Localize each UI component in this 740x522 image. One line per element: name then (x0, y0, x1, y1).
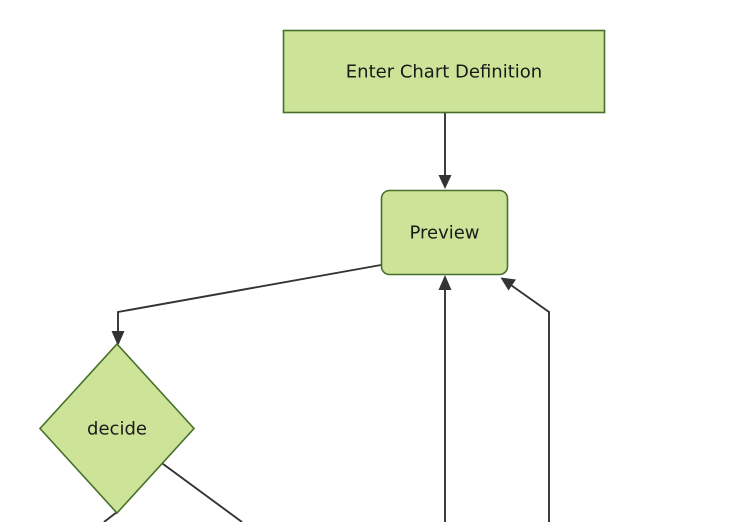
node-preview[interactable]: Preview (380, 189, 509, 276)
arrowhead-icon (500, 277, 516, 291)
edges-layer (103, 113, 550, 522)
edge-bottom-center-to-preview[interactable] (438, 275, 452, 522)
node-decide-label: decide (87, 419, 147, 440)
nodes-layer: Enter Chart Definition Preview decide (38, 29, 606, 515)
edge-decide-bottom-left[interactable] (103, 511, 118, 522)
node-preview-label: Preview (409, 223, 479, 244)
edge-bottom-right-to-preview[interactable] (500, 277, 550, 522)
arrowhead-icon (111, 331, 125, 346)
edge-enter-to-preview[interactable] (438, 113, 452, 189)
arrowhead-icon (438, 275, 452, 290)
node-enter-chart-definition[interactable]: Enter Chart Definition (282, 29, 606, 114)
arrowhead-icon (438, 175, 452, 189)
node-decide-shape (38, 342, 196, 515)
edge-preview-to-decide[interactable] (111, 264, 382, 346)
node-enter-chart-definition-label: Enter Chart Definition (346, 62, 542, 83)
node-decide[interactable]: decide (38, 342, 196, 515)
edge-decide-bottom-right[interactable] (158, 460, 243, 522)
node-preview-shape (380, 189, 509, 276)
node-enter-chart-definition-shape (282, 29, 606, 114)
